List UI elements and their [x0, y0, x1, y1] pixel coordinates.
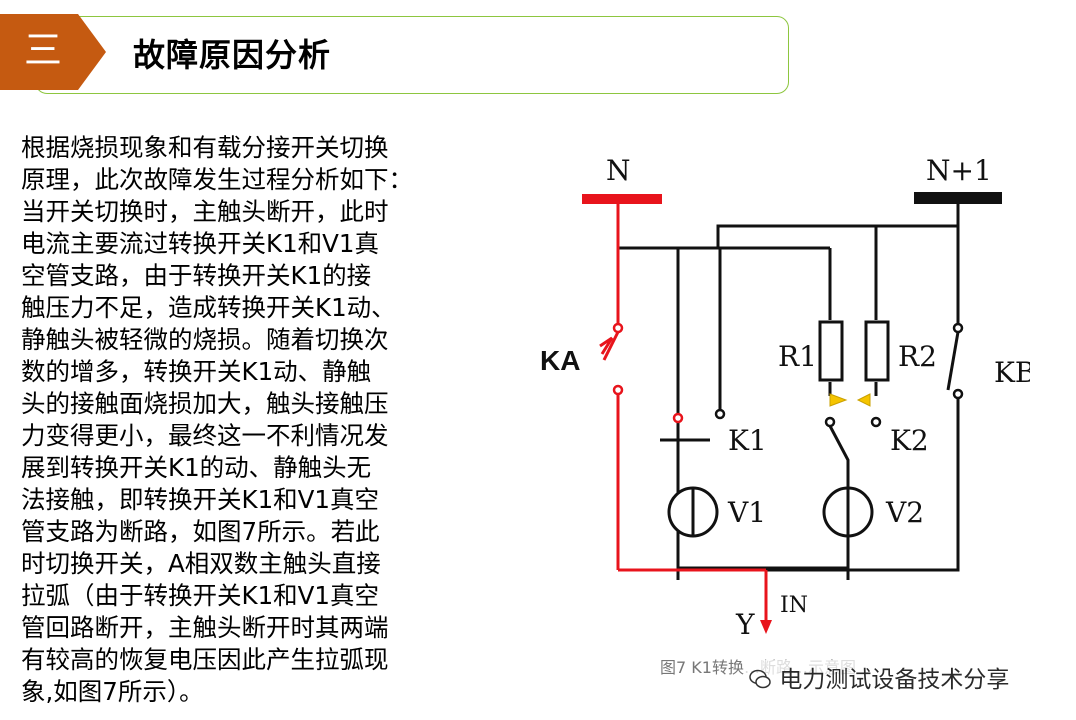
watermark: 电力测试设备技术分享 — [744, 660, 1014, 694]
label-k2: K2 — [890, 424, 929, 457]
arc-mark-left — [829, 393, 848, 407]
n1-busbar — [914, 192, 1002, 204]
watermark-text: 电力测试设备技术分享 — [779, 667, 1010, 693]
kb-blade — [946, 331, 960, 391]
analysis-paragraph: 根据烧损现象和有载分接开关切换 原理，此次故障发生过程分析如下： 当开关切换时，… — [21, 133, 413, 706]
label-v2: V2 — [885, 496, 924, 529]
k2-v2-wire — [828, 425, 850, 580]
r2-resistor — [864, 320, 890, 382]
output-arrow — [760, 620, 772, 634]
label-ka: KA — [540, 345, 580, 376]
label-k1: K1 — [728, 424, 767, 457]
section-tab-shape — [0, 14, 106, 90]
section-number-tab: 三 — [0, 14, 106, 90]
circuit-diagram: N N+1 R1 R2 K1 K2 V1 V2 KB Y IN KA — [540, 154, 1030, 641]
label-r2: R2 — [898, 340, 937, 373]
wechat-icon — [749, 669, 771, 689]
section-number: 三 — [23, 28, 62, 72]
r1-resistor — [818, 320, 844, 382]
label-kb: KB — [994, 356, 1030, 389]
ka-arc-mark — [599, 336, 614, 355]
section-header — [35, 16, 789, 94]
label-v1: V1 — [727, 496, 766, 529]
page-title: 故障原因分析 — [133, 36, 332, 74]
n-busbar — [582, 194, 662, 204]
ka-blade — [602, 331, 620, 361]
label-n-plus-1: N+1 — [926, 154, 992, 187]
label-n: N — [606, 154, 631, 187]
label-r1: R1 — [778, 340, 817, 373]
label-y: Y — [735, 608, 755, 641]
kb-bottom-wire — [764, 396, 960, 572]
label-current: IN — [780, 593, 808, 618]
n1-feed-wire — [716, 198, 960, 248]
arc-mark-right — [856, 393, 871, 407]
